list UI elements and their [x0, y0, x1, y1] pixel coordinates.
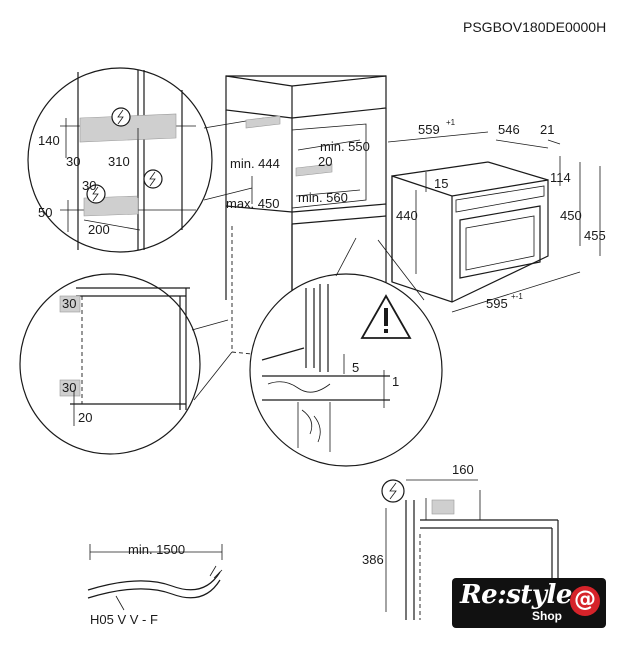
dim-label: min. 550	[320, 139, 370, 154]
detail-circle-side: 30 30 20	[19, 273, 201, 455]
at-icon: @	[570, 586, 600, 616]
dim-label: 200	[88, 222, 110, 237]
dim-label: 455	[584, 228, 606, 243]
dim-label: 1	[392, 374, 399, 389]
detail-circle-top-left: 140 30 310 30 50 200	[27, 67, 213, 253]
cable-length-label: min. 1500	[128, 542, 185, 557]
dim-label: 114	[550, 170, 571, 185]
logo-brand-text: Re:style	[460, 580, 572, 610]
dim-label: 30	[82, 178, 96, 193]
dim-label: 30	[62, 296, 76, 311]
warning-icon	[360, 294, 412, 339]
logo-sub-text: Shop	[532, 609, 562, 623]
socket-icon	[381, 479, 405, 503]
dim-label: 5	[352, 360, 359, 375]
dim-label: max. 450	[226, 196, 279, 211]
dim-label: +1	[446, 118, 456, 127]
dim-label: 160	[452, 462, 474, 477]
dim-label: 20	[318, 154, 332, 169]
dim-label: 310	[108, 154, 130, 169]
dim-label: 50	[38, 205, 52, 220]
dim-label: 386	[362, 552, 384, 567]
dim-label: 15	[434, 176, 448, 191]
dim-label: min. 444	[230, 156, 280, 171]
dim-label: 546	[498, 122, 520, 137]
dim-label: 140	[38, 133, 60, 148]
dim-label: 21	[540, 122, 554, 137]
dim-label: 559	[418, 122, 440, 137]
model-code: PSGBOV180DE0000H	[463, 19, 606, 35]
cable-detail: min. 1500 H05 V V - F	[87, 542, 223, 627]
dim-label: 30	[62, 380, 76, 395]
dim-label: 595	[486, 296, 508, 311]
dim-label: 30	[66, 154, 80, 169]
dim-label: min. 560	[298, 190, 348, 205]
cable-type-label: H05 V V - F	[90, 612, 158, 627]
cabinet-drawing: min. 444 20 min. 550 max. 450 min. 560	[225, 75, 387, 359]
restyle-shop-logo: Re:style Shop @	[452, 578, 606, 628]
socket-icon	[111, 107, 131, 127]
socket-installation-detail: 160 386	[362, 462, 559, 620]
socket-icon	[143, 169, 163, 189]
dim-label: 440	[396, 208, 418, 223]
appliance-drawing: 559 +1 546 21 15 440 114 450 455 595 +-1	[387, 118, 606, 313]
dim-label: +-1	[511, 292, 523, 301]
dim-label: 20	[78, 410, 92, 425]
socket-icon	[86, 184, 106, 204]
dim-label: 450	[560, 208, 582, 223]
detail-circle-warning: 5 1	[249, 237, 443, 467]
